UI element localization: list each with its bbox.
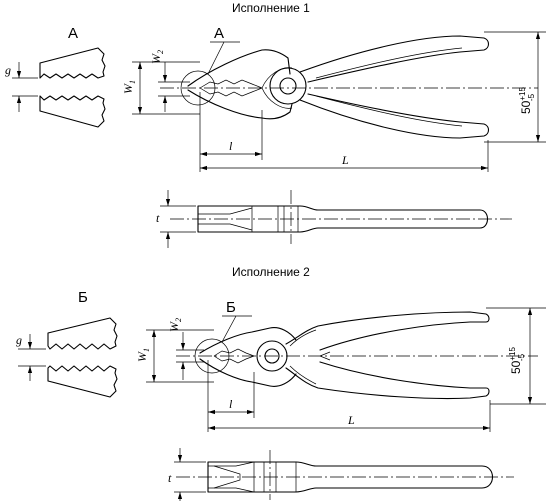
pliers-1-t-label: t [156,211,160,225]
detail-a-lower-jaw [39,95,106,128]
pliers-1-top-view: А [180,25,490,139]
detail-b-callout-letter: Б [226,299,236,316]
pliers-1-pivot-inner [279,77,297,95]
variant-2: Исполнение 2 Б g Б [16,265,546,501]
detail-b-gap-label: g [16,333,22,347]
variant-1: Исполнение 1 А g А [5,1,546,248]
detail-view-b: Б g [16,289,118,398]
pliers-1-upper-jaw [187,49,291,87]
pliers-2-w2-label: W2 [167,318,183,332]
pliers-1-L-label: L [341,153,349,167]
variant-2-title: Исполнение 2 [232,265,310,279]
detail-view-a: А g [5,25,106,128]
pliers-2-opening-tolerance: 50+15-5 [508,347,526,374]
pliers-2-l-label: l [229,397,233,411]
pliers-2-lower-jaw [199,358,297,387]
pliers-1-lower-handle [299,93,490,139]
pliers-2-t-label: t [168,471,172,485]
pliers-1-pivot-outer [269,67,307,105]
detail-b-lower-jaw [47,365,118,398]
pliers-2-L-label: L [347,413,355,427]
pliers-2-lower-handle [285,361,490,400]
variant-1-title: Исполнение 1 [232,1,310,15]
pliers-2-side-body [207,461,494,493]
pliers-1-side-body [197,205,489,233]
detail-b-letter: Б [78,289,88,306]
pliers-2-upper-jaw [199,327,297,354]
pliers-1-side-view: t [156,190,512,248]
pliers-1-w2-label: W2 [149,50,165,64]
pliers-2-w1-label: W1 [135,348,151,362]
detail-a-gap-label: g [5,63,11,77]
pliers-1-opening-tolerance: 50+15-5 [518,87,536,114]
detail-a-upper-jaw [39,47,106,79]
pliers-1-l-label: l [229,139,233,153]
pliers-2-upper-handle [285,311,490,351]
detail-a-callout-letter: А [214,25,224,42]
pliers-2-top-view: Б [194,299,490,400]
detail-b-upper-jaw [47,317,118,350]
pliers-2-side-view: t [168,448,514,501]
pliers-1-w1-label: W1 [121,80,137,94]
pliers-1-upper-handle [299,35,490,83]
detail-a-letter: А [68,25,78,42]
